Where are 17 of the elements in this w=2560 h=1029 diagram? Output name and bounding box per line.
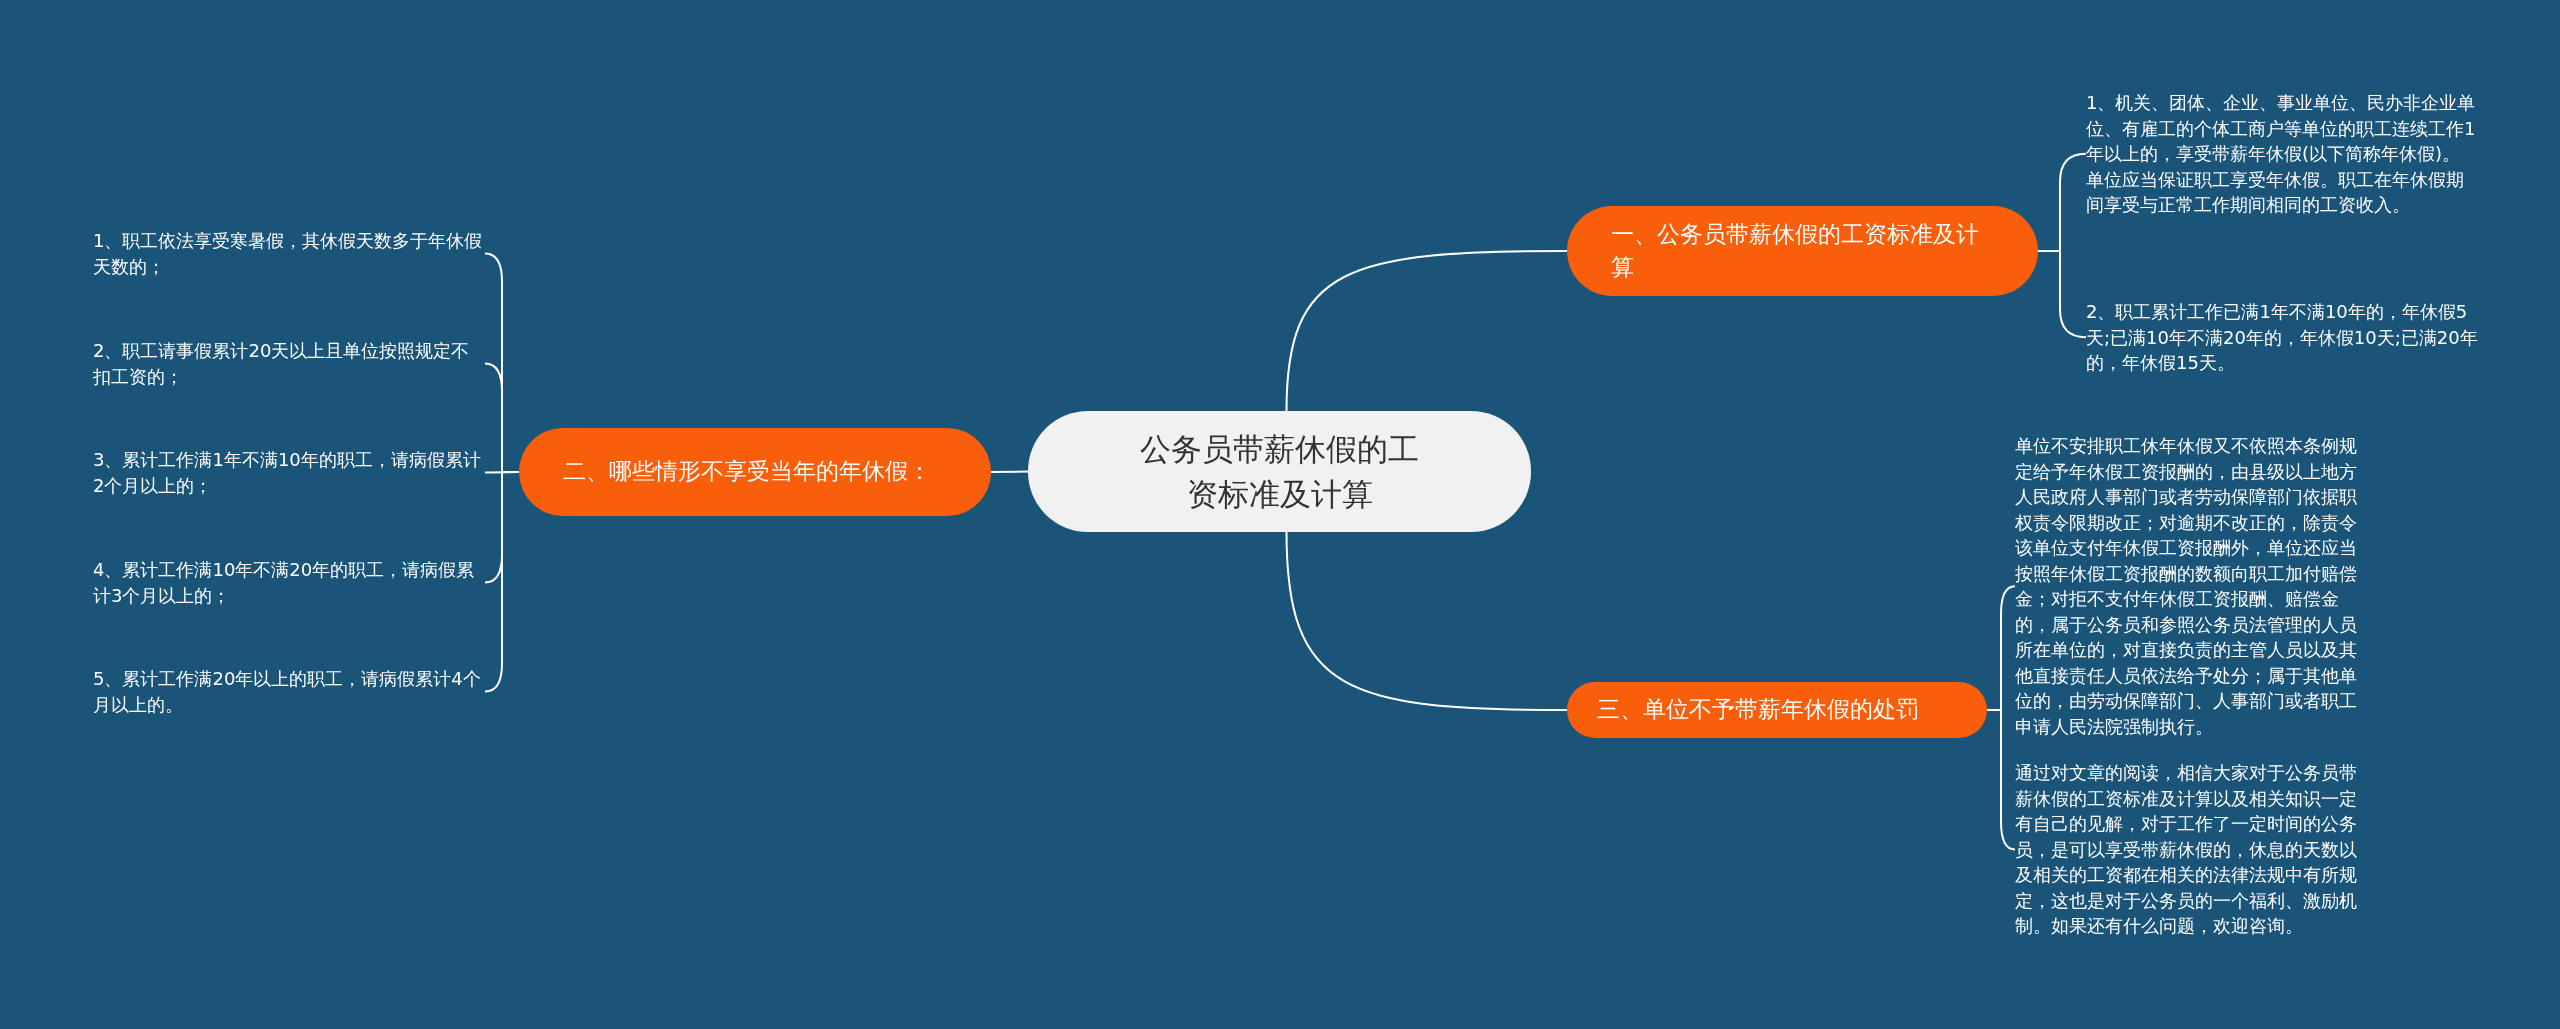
- connector-line: [1285, 250, 1568, 412]
- leaf-text: 通过对文章的阅读，相信大家对于公务员带薪休假的工资标准及计算以及相关知识一定有自己的见解，对于工作了一定时间的公务员，是可以享受带薪休假的，休息的天数以及相关的工资都在相关的法律法规中有所规定，这也是对于公务员的一个福利、激励机制。如果还有什么问题，欢迎咨询。: [2015, 760, 2370, 939]
- leaf-text: 3、累计工作满1年不满10年的职工，请病假累计2个月以上的；: [93, 447, 485, 499]
- topic-pill: 二、哪些情形不享受当年的年休假：: [519, 428, 991, 516]
- connector-line: [990, 470, 1029, 473]
- leaf-text: 2、职工请事假累计20天以上且单位按照规定不扣工资的；: [93, 338, 485, 390]
- topic-pill: 三、单位不予带薪年休假的处罚: [1567, 682, 1987, 738]
- leaf-text: 5、累计工作满20年以上的职工，请病假累计4个月以上的。: [93, 666, 485, 718]
- topic-pill: 一、公务员带薪休假的工资标准及计算: [1567, 206, 2038, 296]
- leaf-text: 单位不安排职工休年休假又不依照本条例规定给予年休假工资报酬的，由县级以上地方人民政府人事部门或者劳动保障部门依据职权责令限期改正；对逾期不改正的，除责令该单位支付年休假工资报酬外，单位还应当按照年休假工资报酬的数额向职工加付赔偿金；对拒不支付年休假工资报酬、赔偿金的，属于公务员和参照公务员法管理的人员所在单位的，对直接负责的主管人员以及其他直接责任人员依法给予处分；属于其他单位的，由劳动保障部门、人事部门或者职工申请人民法院强制执行。: [2015, 433, 2370, 740]
- connector-line: [1285, 531, 1568, 711]
- leaf-text: 1、机关、团体、企业、事业单位、民办非企业单位、有雇工的个体工商户等单位的职工连续工作1年以上的，享受带薪年休假(以下简称年休假)。单位应当保证职工享受年休假。职工在年休假期间享受与正常工作期间相同的工资收入。: [2086, 90, 2478, 218]
- central-topic: 公务员带薪休假的工资标准及计算: [1028, 411, 1531, 532]
- connector-line: [2037, 250, 2087, 339]
- leaf-text: 4、累计工作满10年不满20年的职工，请病假累计3个月以上的；: [93, 557, 485, 609]
- leaf-text: 2、职工累计工作已满1年不满10年的，年休假5天;已满10年不满20年的，年休假10天;已满20年的，年休假15天。: [2086, 299, 2478, 376]
- leaf-text: 1、职工依法享受寒暑假，其休假天数多于年休假天数的；: [93, 228, 485, 280]
